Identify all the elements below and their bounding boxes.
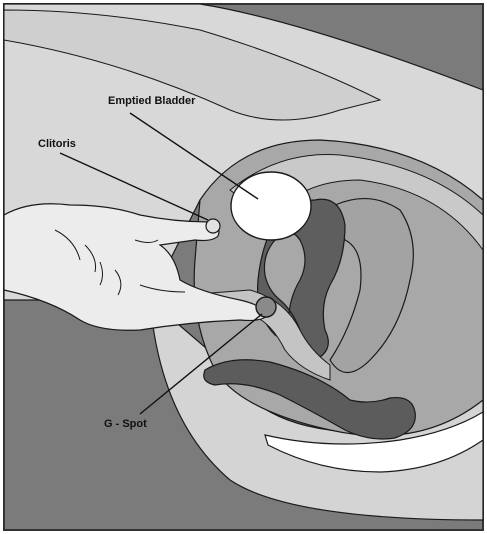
g-spot-marker [256,297,276,317]
g-spot-label: G - Spot [104,418,147,430]
clitoris-label: Clitoris [38,138,76,150]
clitoris-marker [206,219,220,233]
bladder-shape [231,172,311,240]
emptied-bladder-label: Emptied Bladder [108,95,195,107]
